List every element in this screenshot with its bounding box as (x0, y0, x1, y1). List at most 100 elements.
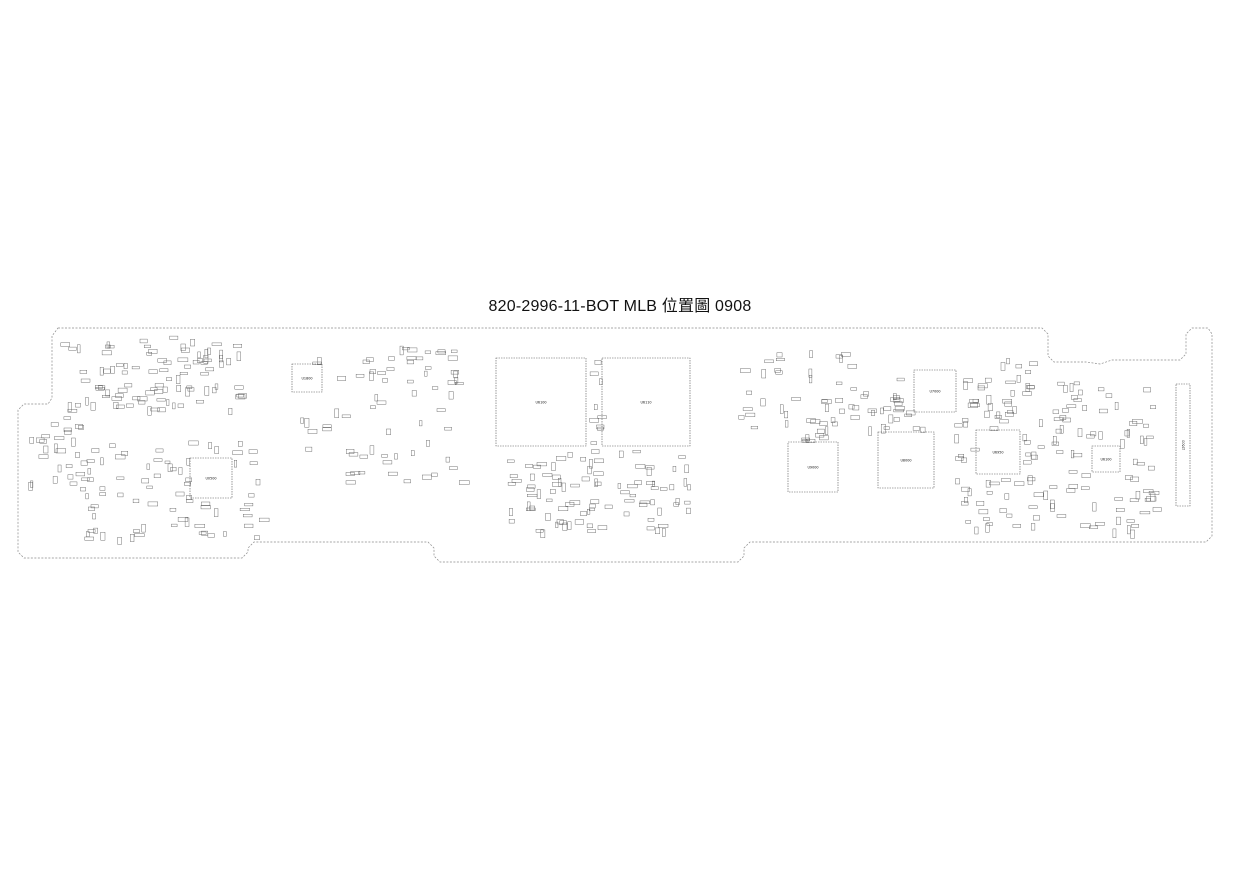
component-footprint (678, 455, 686, 459)
component-footprint (1150, 492, 1156, 502)
chip-u1800: U1800 (291, 363, 323, 393)
component-footprint (148, 369, 158, 374)
component-footprint (71, 437, 76, 447)
component-footprint (242, 514, 253, 518)
component-footprint (447, 380, 457, 385)
component-footprint (201, 501, 211, 506)
component-footprint (185, 477, 192, 482)
component-footprint (896, 377, 905, 382)
component-footprint (248, 493, 255, 498)
component-footprint (184, 482, 191, 486)
component-footprint (1068, 470, 1078, 474)
component-footprint (195, 400, 204, 404)
component-footprint (84, 536, 94, 541)
component-footprint (238, 393, 247, 399)
component-footprint (567, 521, 572, 530)
component-footprint (801, 439, 808, 443)
component-footprint (764, 359, 774, 363)
chip-label: U8000 (900, 459, 911, 463)
component-footprint (1032, 515, 1040, 521)
component-footprint (300, 417, 304, 424)
component-footprint (552, 482, 562, 487)
component-footprint (1112, 528, 1117, 538)
component-footprint (1148, 491, 1160, 495)
component-footprint (1132, 419, 1143, 424)
component-footprint (594, 458, 604, 463)
component-footprint (157, 407, 166, 413)
component-footprint (527, 494, 538, 497)
component-footprint (38, 454, 49, 459)
component-footprint (200, 505, 211, 510)
component-footprint (1005, 380, 1016, 384)
chip-outline (601, 357, 691, 447)
component-footprint (801, 437, 810, 441)
component-footprint (87, 529, 96, 533)
component-footprint (832, 421, 838, 427)
component-footprint (348, 452, 359, 457)
component-footprint (1049, 485, 1058, 489)
component-footprint (77, 344, 81, 354)
chip-outline (1091, 445, 1121, 473)
component-footprint (977, 383, 988, 389)
component-footprint (445, 456, 450, 463)
component-footprint (808, 368, 813, 378)
component-footprint (1000, 362, 1006, 371)
component-footprint (105, 389, 110, 397)
component-footprint (453, 370, 458, 379)
component-footprint (91, 448, 100, 453)
component-footprint (655, 527, 660, 535)
component-footprint (639, 502, 648, 507)
component-footprint (212, 387, 217, 394)
component-footprint (317, 357, 322, 365)
component-footprint (958, 454, 965, 458)
component-footprint (1062, 408, 1069, 413)
chip-label: U6100 (1100, 458, 1111, 462)
component-footprint (1152, 507, 1162, 512)
component-footprint (1126, 429, 1130, 438)
component-footprint (1050, 499, 1055, 509)
component-footprint (1030, 454, 1038, 460)
component-footprint (821, 399, 832, 404)
component-footprint (153, 473, 161, 478)
component-footprint (1001, 478, 1011, 482)
component-footprint (893, 417, 900, 422)
component-footprint (1139, 511, 1151, 515)
component-footprint (526, 507, 536, 511)
component-footprint (117, 387, 128, 393)
component-footprint (987, 403, 993, 411)
chip-u8000: U8000 (877, 431, 935, 489)
component-footprint (581, 476, 590, 482)
component-footprint (867, 408, 877, 413)
component-footprint (93, 527, 98, 534)
component-footprint (115, 363, 124, 367)
component-footprint (75, 403, 81, 408)
component-footprint (449, 466, 458, 470)
component-footprint (1132, 458, 1138, 465)
component-footprint (92, 513, 96, 520)
component-footprint (60, 342, 70, 347)
component-footprint (75, 424, 83, 429)
component-footprint (525, 464, 533, 468)
component-footprint (809, 350, 813, 358)
component-footprint (1012, 524, 1022, 528)
component-footprint (374, 394, 378, 402)
component-footprint (509, 474, 518, 478)
component-footprint (567, 452, 573, 458)
component-footprint (535, 529, 544, 533)
component-footprint (569, 500, 581, 505)
component-footprint (117, 537, 122, 545)
component-footprint (954, 434, 959, 444)
component-footprint (147, 406, 152, 416)
component-footprint (201, 530, 208, 536)
component-footprint (194, 524, 205, 528)
component-footprint (219, 360, 224, 368)
component-footprint (559, 520, 567, 525)
component-footprint (366, 357, 374, 362)
component-footprint (1022, 434, 1027, 442)
component-footprint (632, 450, 641, 454)
component-footprint (36, 437, 45, 443)
chip-label: U1800 (301, 377, 312, 381)
component-footprint (346, 449, 355, 454)
component-footprint (662, 528, 666, 537)
